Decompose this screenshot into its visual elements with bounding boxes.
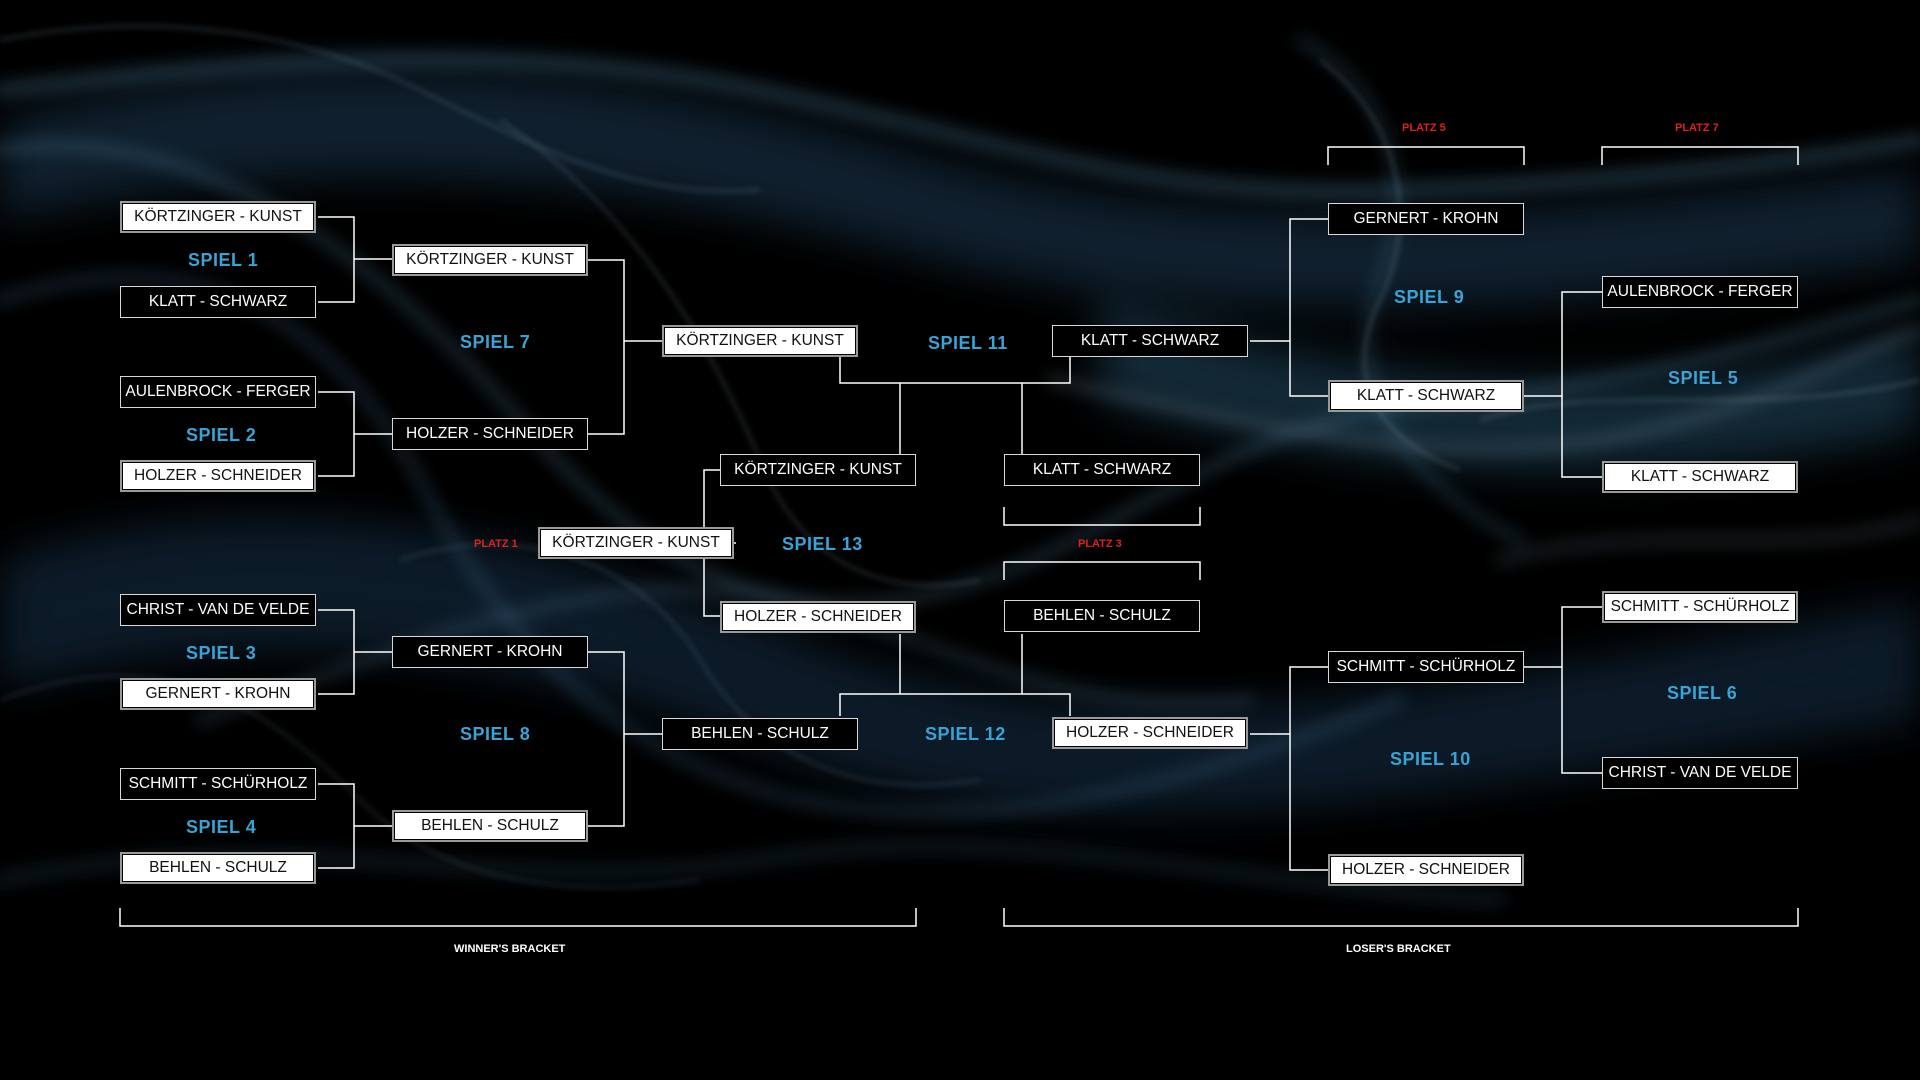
team-box-spiel11-right[interactable]: KLATT - SCHWARZ [1052,325,1248,357]
game-label-spiel10: SPIEL 10 [1390,749,1471,769]
game-label-spiel12: SPIEL 12 [925,724,1006,744]
team-box-round1-spiel1-top[interactable]: KÖRTZINGER - KUNST [120,201,316,233]
team-box-round1-spiel3-bottom[interactable]: GERNERT - KROHN [120,678,316,710]
team-box-spiel5-top[interactable]: AULENBROCK - FERGER [1602,276,1798,308]
team-box-winner-platz1[interactable]: KÖRTZINGER - KUNST [538,527,734,559]
place-label-platz3: PLATZ 3 [1078,538,1122,550]
team-box-spiel10-bottom[interactable]: HOLZER - SCHNEIDER [1328,854,1524,886]
game-label-spiel8: SPIEL 8 [460,724,531,744]
winners-bracket-label: WINNER'S BRACKET [454,943,566,955]
team-box-spiel6-top[interactable]: SCHMITT - SCHÜRHOLZ [1602,591,1798,623]
team-box-spiel9-bottom[interactable]: KLATT - SCHWARZ [1328,380,1524,412]
team-box-round1-spiel2-bottom[interactable]: HOLZER - SCHNEIDER [120,460,316,492]
place-label-platz7: PLATZ 7 [1675,122,1719,134]
team-box-platz3-bottom[interactable]: BEHLEN - SCHULZ [1004,600,1200,632]
team-box-round1-spiel2-top[interactable]: AULENBROCK - FERGER [120,376,316,408]
team-box-platz3-top[interactable]: KLATT - SCHWARZ [1004,454,1200,486]
game-label-spiel5: SPIEL 5 [1668,368,1739,388]
team-box-round3-spiel11-left[interactable]: KÖRTZINGER - KUNST [662,325,858,357]
team-box-round2-spiel8-bottom[interactable]: BEHLEN - SCHULZ [392,810,588,842]
team-box-spiel10-top[interactable]: SCHMITT - SCHÜRHOLZ [1328,651,1524,683]
team-box-round3-spiel12-left[interactable]: BEHLEN - SCHULZ [662,718,858,750]
team-box-spiel6-bottom[interactable]: CHRIST - VAN DE VELDE [1602,757,1798,789]
team-box-final-bottom[interactable]: HOLZER - SCHNEIDER [720,601,916,633]
game-label-spiel11: SPIEL 11 [928,333,1008,353]
team-box-round1-spiel1-bottom[interactable]: KLATT - SCHWARZ [120,286,316,318]
game-label-spiel6: SPIEL 6 [1667,683,1738,703]
game-label-spiel9: SPIEL 9 [1394,287,1465,307]
game-label-spiel1: SPIEL 1 [188,250,259,270]
team-box-round1-spiel4-top[interactable]: SCHMITT - SCHÜRHOLZ [120,768,316,800]
team-box-round1-spiel3-top[interactable]: CHRIST - VAN DE VELDE [120,594,316,626]
team-box-final-top[interactable]: KÖRTZINGER - KUNST [720,454,916,486]
team-box-round2-spiel7-bottom[interactable]: HOLZER - SCHNEIDER [392,418,588,450]
team-box-round2-spiel8-top[interactable]: GERNERT - KROHN [392,636,588,668]
losers-bracket-label: LOSER'S BRACKET [1346,943,1451,955]
game-label-spiel4: SPIEL 4 [186,817,257,837]
team-box-round1-spiel4-bottom[interactable]: BEHLEN - SCHULZ [120,852,316,884]
place-label-platz5: PLATZ 5 [1402,122,1446,134]
team-box-spiel5-bottom[interactable]: KLATT - SCHWARZ [1602,461,1798,493]
game-label-spiel2: SPIEL 2 [186,425,257,445]
game-label-spiel3: SPIEL 3 [186,643,257,663]
team-box-spiel12-right[interactable]: HOLZER - SCHNEIDER [1052,717,1248,749]
team-box-spiel9-top[interactable]: GERNERT - KROHN [1328,203,1524,235]
team-box-round2-spiel7-top[interactable]: KÖRTZINGER - KUNST [392,244,588,276]
game-label-spiel13: SPIEL 13 [782,534,863,554]
game-label-spiel7: SPIEL 7 [460,332,531,352]
place-label-platz1: PLATZ 1 [474,538,518,550]
